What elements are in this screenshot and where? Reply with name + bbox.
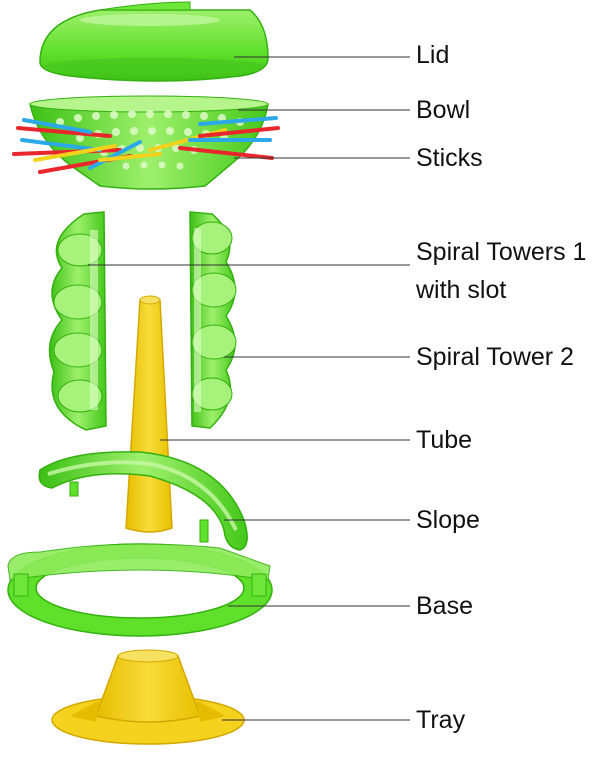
sticks-part bbox=[12, 116, 280, 174]
slope-part bbox=[38, 451, 248, 551]
lid-part bbox=[39, 1, 269, 82]
spiral-tower-2-part bbox=[189, 211, 237, 429]
leader-lines bbox=[88, 56, 410, 721]
base-part bbox=[7, 543, 273, 637]
label-bowl: Bowl bbox=[416, 96, 471, 124]
label-base: Base bbox=[416, 592, 473, 620]
label-tube: Tube bbox=[416, 426, 473, 454]
label-tray: Tray bbox=[416, 706, 466, 734]
label-spiral-towers-1-slot: with slot bbox=[416, 276, 507, 304]
label-spiral-towers-1: Spiral Towers 1 bbox=[416, 238, 587, 266]
bowl-part bbox=[29, 95, 269, 190]
label-slope: Slope bbox=[416, 506, 480, 534]
tray-part bbox=[51, 649, 245, 745]
label-sticks: Sticks bbox=[416, 144, 483, 172]
label-lid: Lid bbox=[416, 41, 450, 69]
bowl-holes bbox=[56, 110, 244, 170]
spiral-tower-1-part bbox=[48, 211, 107, 431]
tube-part bbox=[125, 295, 173, 533]
label-spiral-tower-2: Spiral Tower 2 bbox=[416, 343, 574, 371]
